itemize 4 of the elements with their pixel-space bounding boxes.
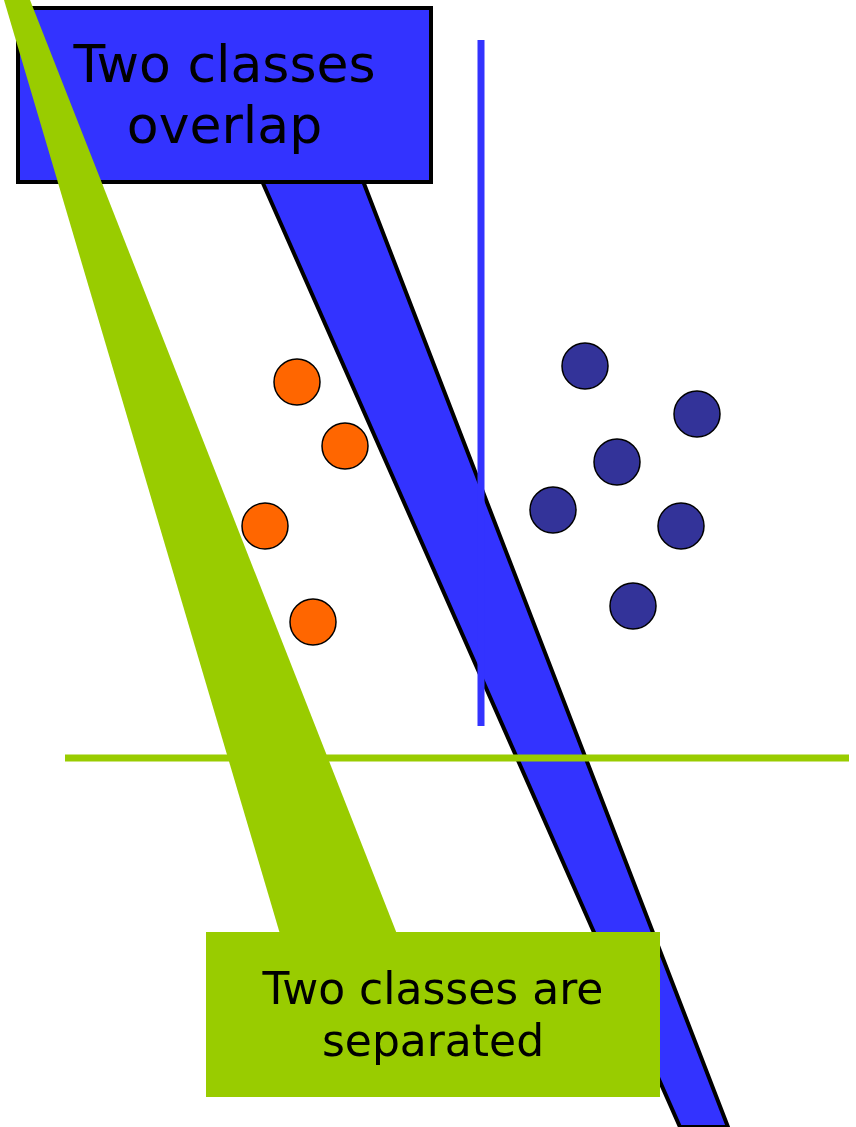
callout-box	[16, 6, 433, 184]
callout-text: Two classes overlap	[72, 33, 377, 157]
callout-box	[206, 932, 660, 1097]
callout-text: Two classes are separated	[261, 962, 605, 1067]
